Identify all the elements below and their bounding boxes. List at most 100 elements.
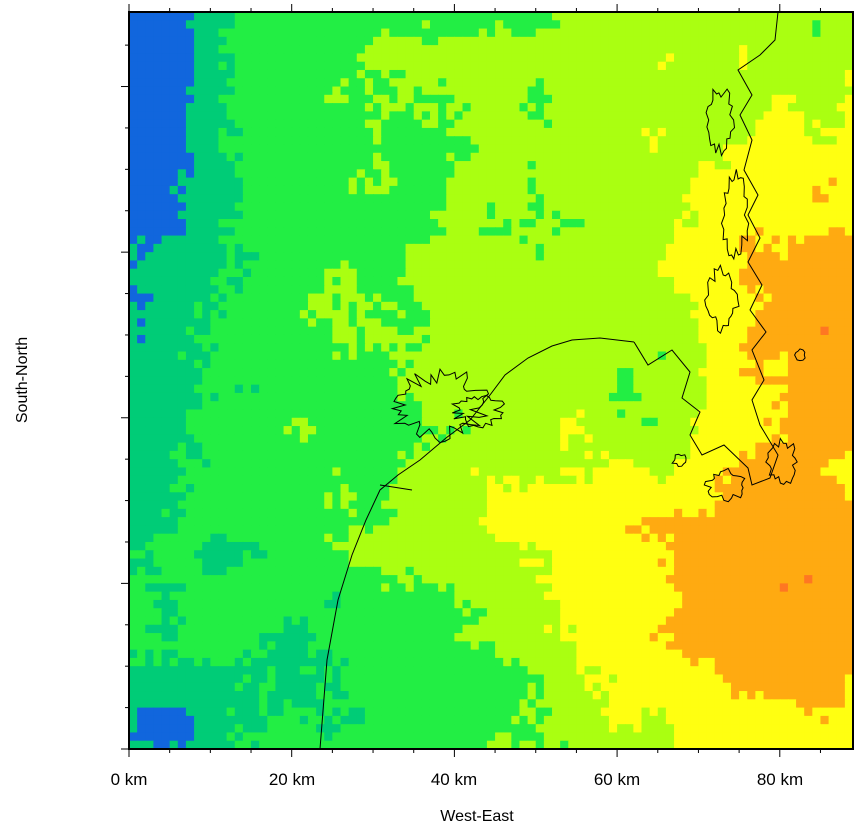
heatmap-cell xyxy=(698,252,708,262)
heatmap-cell xyxy=(177,409,187,419)
heatmap-cell xyxy=(804,20,813,30)
heatmap-cell xyxy=(592,376,602,386)
heatmap-cell xyxy=(169,243,179,253)
heatmap-cell xyxy=(381,127,390,137)
heatmap-cell xyxy=(763,61,773,71)
heatmap-cell xyxy=(519,103,529,112)
heatmap-cell xyxy=(552,442,561,452)
heatmap-cell xyxy=(739,185,748,195)
heatmap-cell xyxy=(560,301,569,311)
heatmap-cell xyxy=(739,119,748,129)
heatmap-cell xyxy=(552,467,561,477)
heatmap-cell xyxy=(698,450,708,460)
heatmap-cell xyxy=(429,136,439,146)
heatmap-cell xyxy=(690,392,700,402)
heatmap-cell xyxy=(600,53,610,63)
heatmap-cell xyxy=(177,285,187,295)
heatmap-cell xyxy=(495,442,504,452)
heatmap-cell xyxy=(324,94,333,104)
heatmap-cell xyxy=(787,161,797,170)
heatmap-cell xyxy=(552,318,561,328)
heatmap-cell xyxy=(511,260,521,270)
heatmap-cell xyxy=(641,359,651,369)
heatmap-cell xyxy=(470,243,480,253)
heatmap-cell xyxy=(194,61,203,71)
heatmap-cell xyxy=(665,194,675,204)
heatmap-cell xyxy=(730,467,740,477)
heatmap-cell xyxy=(535,409,545,419)
heatmap-cell xyxy=(779,144,789,154)
heatmap-cell xyxy=(242,343,252,353)
heatmap-cell xyxy=(153,318,163,328)
heatmap-cell xyxy=(429,28,439,38)
heatmap-cell xyxy=(438,36,447,46)
heatmap-cell xyxy=(844,144,854,154)
heatmap-cell xyxy=(706,376,716,386)
heatmap-cell xyxy=(698,351,708,361)
heatmap-cell xyxy=(804,78,813,88)
heatmap-cell xyxy=(161,20,171,30)
heatmap-cell xyxy=(576,459,586,469)
heatmap-cell xyxy=(771,359,781,369)
heatmap-cell xyxy=(535,103,545,112)
heatmap-cell xyxy=(177,293,187,303)
heatmap-cell xyxy=(657,69,667,79)
heatmap-cell xyxy=(251,61,260,71)
heatmap-cell xyxy=(202,276,211,286)
heatmap-cell xyxy=(356,301,366,311)
heatmap-cell xyxy=(796,20,805,30)
heatmap-cell xyxy=(356,86,366,96)
heatmap-cell xyxy=(560,194,569,204)
heatmap-cell xyxy=(145,20,154,30)
heatmap-cell xyxy=(478,111,488,121)
heatmap-cell xyxy=(503,169,512,179)
heatmap-cell xyxy=(421,243,431,253)
heatmap-cell xyxy=(226,459,236,469)
heatmap-cell xyxy=(153,368,163,377)
heatmap-cell xyxy=(348,310,358,319)
heatmap-cell xyxy=(356,161,366,170)
heatmap-cell xyxy=(812,78,822,88)
heatmap-cell xyxy=(552,202,561,212)
heatmap-cell xyxy=(177,384,187,394)
heatmap-cell xyxy=(486,227,496,237)
heatmap-cell xyxy=(242,426,252,435)
heatmap-cell xyxy=(381,368,390,377)
heatmap-cell xyxy=(373,202,382,212)
heatmap-cell xyxy=(657,194,667,204)
heatmap-cell xyxy=(820,219,830,228)
heatmap-cell xyxy=(568,326,578,336)
heatmap-cell xyxy=(657,61,667,71)
heatmap-cell xyxy=(242,293,252,303)
heatmap-cell xyxy=(316,219,325,228)
heatmap-cell xyxy=(397,12,407,21)
heatmap-cell xyxy=(804,210,813,220)
heatmap-cell xyxy=(194,401,203,411)
heatmap-cell xyxy=(763,210,773,220)
heatmap-cell xyxy=(324,69,333,79)
heatmap-cell xyxy=(503,285,512,295)
heatmap-cell xyxy=(665,45,675,54)
heatmap-cell xyxy=(202,94,211,104)
heatmap-cell xyxy=(234,301,244,311)
heatmap-cell xyxy=(560,260,569,270)
heatmap-cell xyxy=(129,326,138,336)
heatmap-cell xyxy=(641,434,651,444)
heatmap-cell xyxy=(714,276,724,286)
heatmap-cell xyxy=(324,334,333,344)
heatmap-cell xyxy=(722,161,732,170)
heatmap-cell xyxy=(633,194,643,204)
heatmap-cell xyxy=(316,426,325,435)
heatmap-cell xyxy=(625,268,634,278)
heatmap-cell xyxy=(674,12,683,21)
heatmap-cell xyxy=(397,359,407,369)
heatmap-cell xyxy=(421,401,431,411)
heatmap-cell xyxy=(177,94,187,104)
heatmap-cell xyxy=(405,219,415,228)
heatmap-cell xyxy=(633,434,643,444)
heatmap-cell xyxy=(226,442,236,452)
heatmap-cell xyxy=(454,235,464,245)
heatmap-cell xyxy=(177,219,187,228)
heatmap-cell xyxy=(828,69,838,79)
heatmap-cell xyxy=(405,177,415,187)
